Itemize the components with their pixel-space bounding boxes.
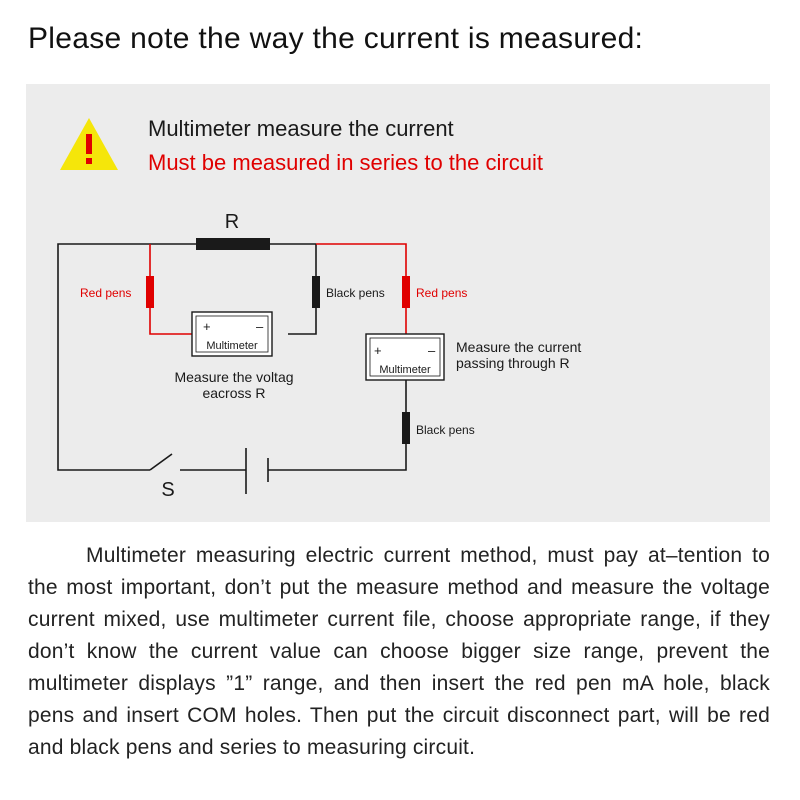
current-caption-line2: passing through R	[456, 355, 570, 371]
voltage-red-pen	[146, 276, 154, 308]
warning-triangle-icon	[60, 118, 118, 170]
voltage-black-pen	[312, 276, 320, 308]
voltage-caption-line2: eacross R	[202, 385, 265, 401]
warning-subtitle: Must be measured in series to the circui…	[148, 150, 543, 175]
current-red-pen	[402, 276, 410, 308]
resistor-r	[196, 238, 270, 250]
main-wire-left	[57, 243, 196, 471]
current-meter-plus: +	[374, 343, 382, 358]
current-black-pen-label: Black pens	[416, 423, 475, 437]
warning-title: Multimeter measure the current	[148, 116, 454, 141]
current-meter-minus: –	[428, 343, 436, 358]
main-wire-bottom-right	[268, 444, 407, 471]
voltage-meter-minus: –	[256, 319, 264, 334]
switch-s	[149, 453, 173, 471]
voltage-red-pen-label: Red pens	[80, 286, 131, 300]
instruction-paragraph: Multimeter measuring electric current me…	[28, 544, 770, 759]
current-black-pen	[402, 412, 410, 444]
voltage-caption-line1: Measure the voltag	[174, 369, 293, 385]
current-wire-red-top	[316, 243, 407, 276]
current-multimeter: + – Multimeter	[365, 333, 445, 381]
voltage-wire-red-bottom	[149, 308, 192, 335]
resistor-label: R	[225, 211, 239, 233]
switch-label: S	[161, 479, 174, 501]
voltage-meter-label: Multimeter	[206, 340, 258, 352]
current-caption-line1: Measure the current	[456, 339, 581, 355]
current-red-pen-label: Red pens	[416, 286, 467, 300]
page-title: Please note the way the current is measu…	[28, 22, 644, 55]
voltage-black-pen-label: Black pens	[326, 286, 385, 300]
voltage-multimeter: + – Multimeter	[191, 311, 273, 357]
current-meter-label: Multimeter	[379, 364, 431, 376]
voltage-wire-black-to-meter	[288, 308, 317, 335]
voltage-meter-plus: +	[203, 319, 211, 334]
